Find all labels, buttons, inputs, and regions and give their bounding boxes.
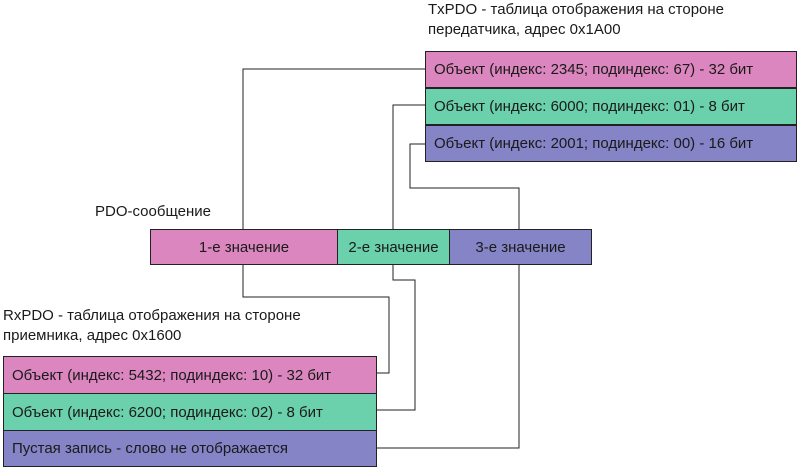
rx-row-2: Объект (индекс: 6200; подиндекс: 02) - 8… [3, 393, 377, 431]
tx-row-2-label: Объект (индекс: 6000; подиндекс: 01) - 8… [434, 98, 745, 115]
rx-row-3-label: Пустая запись - слово не отображается [12, 440, 289, 457]
connector-pdo3-rx2 [377, 265, 520, 449]
tx-row-1: Объект (индекс: 2345; подиндекс: 67) - 3… [425, 51, 797, 88]
connector-pdo2-rx1 [377, 265, 416, 411]
tx-row-2: Объект (индекс: 6000; подиндекс: 01) - 8… [425, 88, 797, 125]
connector-tx0-pdo1 [242, 68, 425, 229]
tx-table-heading: TxPDO - таблица отображения на стороне п… [428, 1, 725, 38]
rx-row-3: Пустая запись - слово не отображается [3, 430, 377, 467]
rx-row-1: Объект (индекс: 5432; подиндекс: 10) - 3… [3, 356, 377, 394]
rx-table-heading: RxPDO - таблица отображения на стороне п… [3, 307, 301, 344]
connector-tx2-pdo3 [409, 143, 520, 229]
rx-row-2-label: Объект (индекс: 6200; подиндекс: 02) - 8… [12, 403, 323, 421]
connector-pdo1-rx0 [242, 265, 390, 374]
connector-tx1-pdo2 [392, 104, 425, 229]
pdo-cell-3: 3-е значение [449, 229, 592, 265]
pdo-message-heading: PDO-сообщение [95, 203, 211, 220]
pdo-cell-2: 2-е значение [337, 229, 450, 265]
pdo-cell-1: 1-е значение [150, 229, 338, 265]
tx-row-3-label: Объект (индекс: 2001; подиндекс: 00) - 1… [434, 135, 754, 152]
tx-row-1-label: Объект (индекс: 2345; подиндекс: 67) - 3… [434, 61, 754, 78]
pdo-cell-1-label: 1-е значение [198, 238, 290, 256]
pdo-cell-3-label: 3-е значение [475, 238, 566, 256]
rx-row-1-label: Объект (индекс: 5432; подиндекс: 10) - 3… [12, 366, 332, 384]
pdo-cell-2-label: 2-е значение [348, 238, 439, 256]
tx-row-3: Объект (индекс: 2001; подиндекс: 00) - 1… [425, 125, 797, 162]
